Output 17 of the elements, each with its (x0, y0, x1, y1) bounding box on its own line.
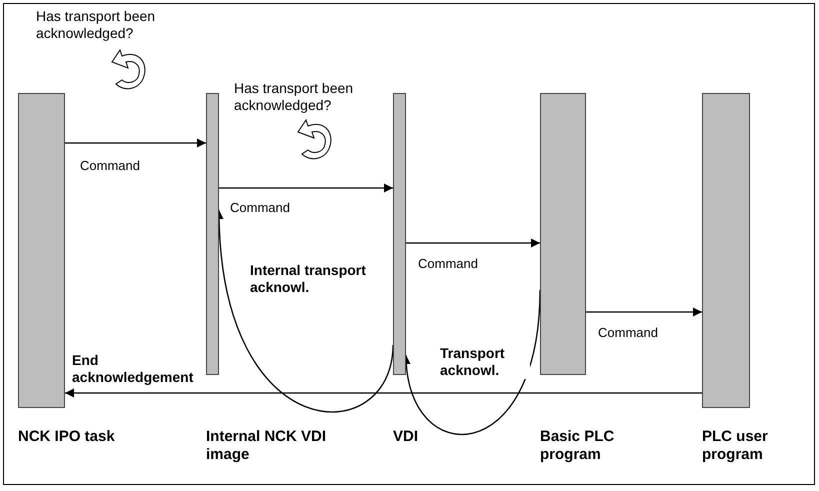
arrow (586, 308, 702, 316)
arrow (219, 184, 393, 192)
edge-label: Command (230, 200, 290, 215)
arrow (65, 388, 702, 398)
edge-label: Command (80, 158, 140, 173)
edge-label: Command (418, 256, 478, 271)
question-note: Has transport been acknowledged? (234, 80, 354, 114)
lifeline-label: Internal NCK VDI image (206, 428, 328, 464)
arrow (65, 138, 206, 148)
arrow (406, 238, 540, 248)
edge-label: Transport acknowl. (440, 345, 530, 379)
lifeline-label: Basic PLC program (540, 428, 616, 464)
question-note: Has transport been acknowledged? (36, 8, 156, 42)
lifeline-label: PLC user program (702, 428, 769, 464)
lifeline-label: VDI (393, 428, 420, 446)
edge-label: Command (598, 325, 658, 340)
lifeline-label: NCK IPO task (18, 428, 116, 446)
